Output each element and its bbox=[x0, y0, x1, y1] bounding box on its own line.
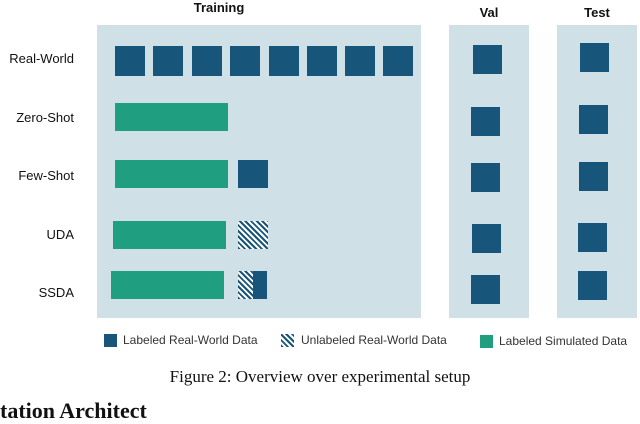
row-label-few-shot: Few-Shot bbox=[18, 168, 74, 183]
legend-swatch-unlabeled-real bbox=[281, 334, 294, 347]
few-shot-real-block bbox=[238, 160, 268, 188]
val-block bbox=[472, 224, 501, 253]
legend-label-labeled-real: Labeled Real-World Data bbox=[123, 333, 258, 347]
legend-label-labeled-sim: Labeled Simulated Data bbox=[499, 334, 628, 348]
zero-shot-sim-bar bbox=[115, 103, 228, 131]
test-block bbox=[578, 223, 607, 252]
real-world-training-block bbox=[307, 46, 337, 76]
uda-unlabeled-block bbox=[238, 221, 268, 249]
test-block bbox=[578, 271, 607, 300]
real-world-training-block bbox=[192, 46, 222, 76]
test-title: Test bbox=[584, 5, 610, 20]
test-block bbox=[579, 162, 608, 191]
legend-swatch-labeled-sim bbox=[480, 335, 493, 348]
legend-swatch-labeled-real bbox=[104, 334, 117, 347]
row-label-real-world: Real-World bbox=[9, 51, 74, 66]
real-world-training-block bbox=[345, 46, 375, 76]
val-block bbox=[473, 45, 502, 74]
row-label-ssda: SSDA bbox=[38, 285, 74, 300]
real-world-training-block bbox=[383, 46, 413, 76]
test-block bbox=[579, 105, 608, 134]
uda-sim-bar bbox=[113, 221, 226, 249]
partial-section-heading: tation Architect bbox=[0, 398, 147, 423]
ssda-sim-bar bbox=[111, 271, 224, 299]
real-world-training-block bbox=[230, 46, 260, 76]
legend-label-unlabeled-real: Unlabeled Real-World Data bbox=[301, 333, 447, 347]
val-block bbox=[471, 107, 500, 136]
real-world-training-block bbox=[115, 46, 145, 76]
row-label-zero-shot: Zero-Shot bbox=[16, 110, 74, 125]
val-block bbox=[471, 163, 500, 192]
training-title: Training bbox=[193, 0, 245, 15]
row-label-uda: UDA bbox=[46, 227, 74, 242]
figure-caption: Figure 2: Overview over experimental set… bbox=[169, 367, 471, 386]
few-shot-sim-bar bbox=[115, 160, 228, 188]
ssda-unlabeled-block bbox=[238, 271, 253, 299]
real-world-training-block bbox=[269, 46, 299, 76]
val-block bbox=[471, 275, 500, 304]
ssda-labeled-block bbox=[253, 271, 267, 299]
val-title: Val bbox=[479, 5, 499, 20]
test-block bbox=[580, 43, 609, 72]
real-world-training-block bbox=[153, 46, 183, 76]
